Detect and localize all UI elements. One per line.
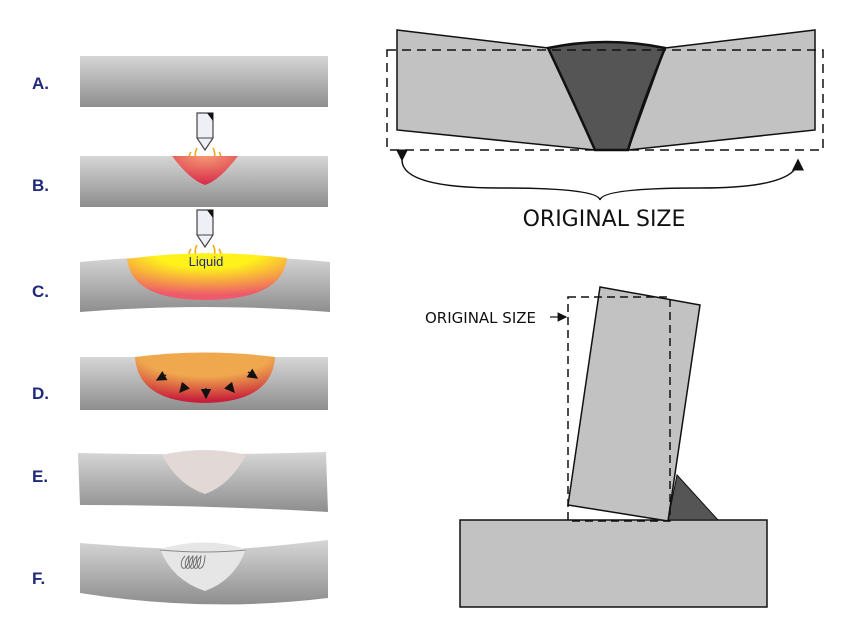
brace [395, 149, 804, 201]
solidifying-pool [135, 352, 275, 403]
fillet-weld [667, 473, 720, 521]
original-size-caption: ORIGINAL SIZE [523, 207, 686, 232]
step-label-c: C. [32, 282, 49, 301]
solid-weld [162, 450, 246, 494]
cooling-arrows [155, 368, 259, 400]
base-plate [459, 519, 768, 608]
metal-bar-a [80, 56, 328, 107]
heated-zone [172, 156, 238, 185]
butt-joint-diagram: ORIGINAL SIZE [386, 29, 824, 232]
grain-structure [180, 555, 206, 569]
cooled-weld [160, 542, 246, 591]
step-label-a: A. [32, 74, 49, 93]
step-label-b: B. [32, 176, 49, 195]
weld-bead [546, 40, 667, 152]
liquid-label: Liquid [189, 254, 224, 269]
step-label-f: F. [32, 569, 45, 588]
step-label-e: E. [32, 467, 48, 486]
t-joint-diagram: ORIGINAL SIZE [425, 286, 768, 608]
original-size-caption: ORIGINAL SIZE [425, 309, 536, 327]
liquid-weld-pool [127, 253, 287, 300]
original-size-outline [567, 296, 671, 522]
step-label-d: D. [32, 384, 49, 403]
